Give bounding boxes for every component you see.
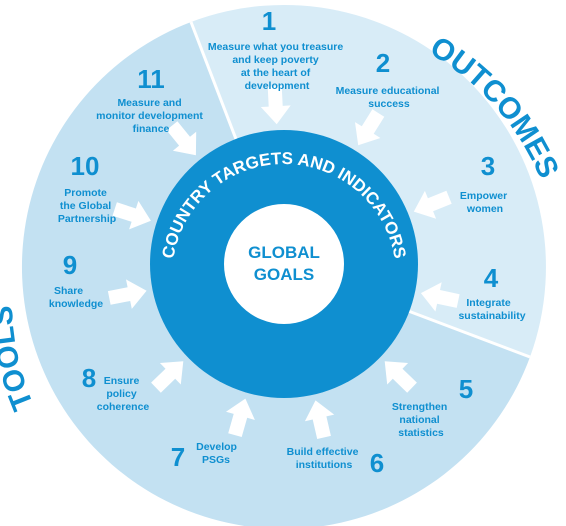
item-4: 4 Integrate sustainability xyxy=(458,263,525,322)
center-line-2: GOALS xyxy=(254,265,314,284)
arrow-4 xyxy=(420,282,460,312)
item-1: 1 Measure what you treasure and keep pov… xyxy=(208,6,346,92)
arrow-9 xyxy=(107,279,147,309)
item-label: Build effective institutions xyxy=(287,446,362,471)
item-label: Ensure policy coherence xyxy=(97,375,150,413)
item-label: Share knowledge xyxy=(49,285,103,310)
center-line-1: GLOBAL xyxy=(248,243,320,262)
item-number: 1 xyxy=(262,6,276,36)
item-7: 7 Develop PSGs xyxy=(171,441,240,472)
item-label: Measure and monitor development finance xyxy=(96,97,206,135)
arrow-3 xyxy=(413,190,452,219)
item-number: 10 xyxy=(71,151,100,181)
item-5: 5 Strengthen national statistics xyxy=(392,374,473,439)
item-label: Integrate sustainability xyxy=(458,297,525,322)
item-number: 3 xyxy=(481,151,495,181)
arrow-8 xyxy=(151,361,184,393)
item-number: 11 xyxy=(137,64,165,94)
item-number: 6 xyxy=(370,448,384,478)
arrow-6 xyxy=(304,400,335,439)
item-number: 4 xyxy=(484,263,499,293)
item-3: 3 Empower women xyxy=(460,151,510,215)
item-8: 8 Ensure policy coherence xyxy=(82,363,150,413)
item-11: 11 Measure and monitor development finan… xyxy=(96,64,206,135)
arrow-1 xyxy=(260,85,291,125)
item-label: Strengthen national statistics xyxy=(392,401,450,439)
item-label: Promote the Global Partnership xyxy=(58,187,116,225)
core-circle xyxy=(224,204,344,324)
item-6: 6 Build effective institutions xyxy=(287,446,385,478)
item-number: 9 xyxy=(63,250,77,280)
arrow-10 xyxy=(112,200,151,230)
item-number: 7 xyxy=(171,442,185,472)
item-label: Measure what you treasure and keep pover… xyxy=(208,41,346,92)
item-2: 2 Measure educational success xyxy=(336,48,443,110)
arrow-2 xyxy=(355,109,385,146)
item-label: Develop PSGs xyxy=(196,441,240,466)
arrow-5 xyxy=(384,361,417,393)
item-label: Measure educational success xyxy=(336,85,443,110)
arrows-group xyxy=(107,85,460,439)
item-label: Empower women xyxy=(460,190,510,215)
item-number: 5 xyxy=(459,374,473,404)
item-10: 10 Promote the Global Partnership xyxy=(58,151,116,225)
item-9: 9 Share knowledge xyxy=(49,250,103,310)
item-number: 8 xyxy=(82,363,96,393)
arrow-11 xyxy=(166,121,197,156)
item-number: 2 xyxy=(376,48,390,78)
arrow-7 xyxy=(226,398,255,437)
